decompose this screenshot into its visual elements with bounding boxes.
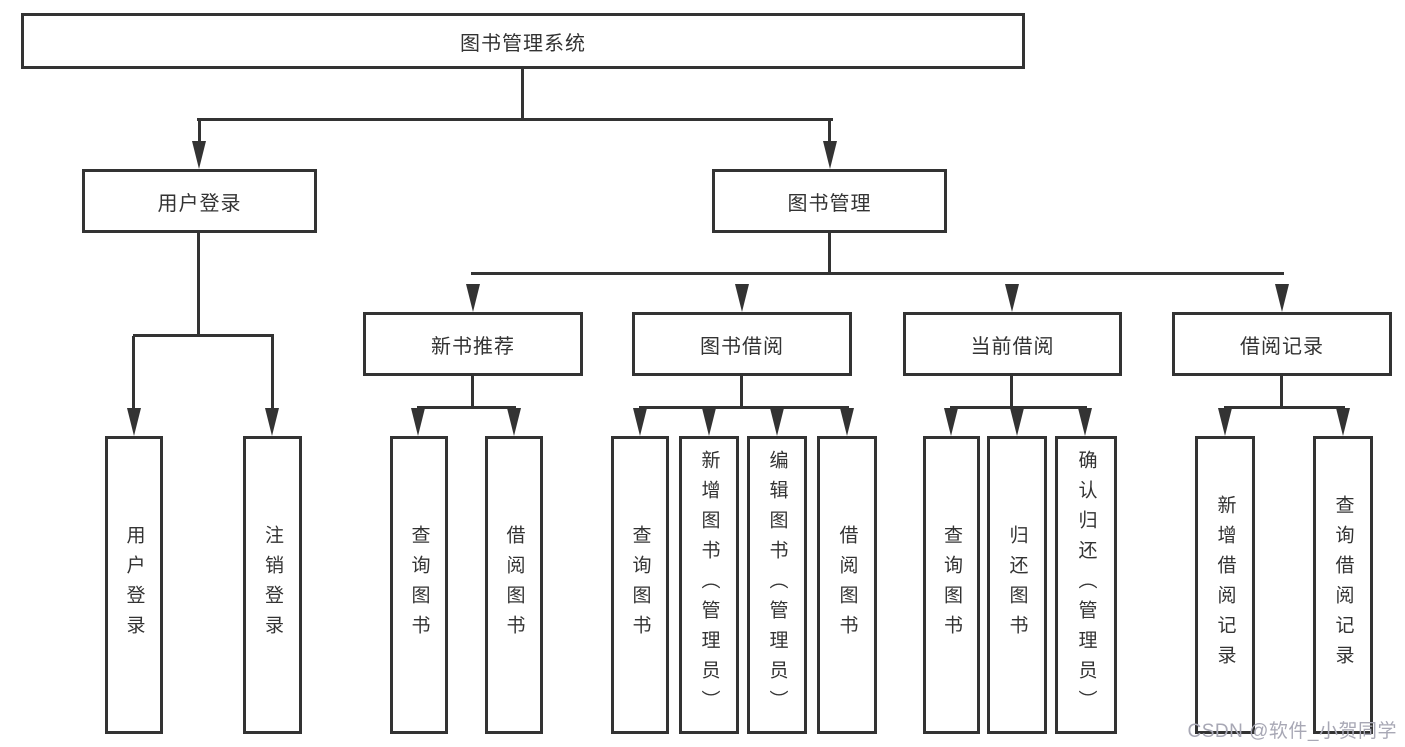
node-new-book-recommend: 新书推荐 (363, 312, 583, 376)
leaf-query-borrow-record: 查询借阅记录 (1313, 436, 1373, 734)
node-library-system: 图书管理系统 (21, 13, 1025, 69)
leaf-borrow-books-2: 借阅图书 (817, 436, 877, 734)
arrow-down-icon (702, 408, 716, 436)
arrow-down-icon (1005, 284, 1019, 312)
node-borrow-records: 借阅记录 (1172, 312, 1392, 376)
arrow-down-icon (466, 284, 480, 312)
connector-new-book-hline (417, 406, 516, 409)
connector-root-hline (197, 118, 833, 121)
leaf-user-login: 用户登录 (105, 436, 163, 734)
connector-borrow-records-vline (1280, 375, 1283, 409)
leaf-logout: 注销登录 (243, 436, 302, 734)
node-book-borrow: 图书借阅 (632, 312, 852, 376)
connector-user-login-hline (133, 334, 274, 337)
arrow-down-icon (1218, 408, 1232, 436)
connector-user-login-vline (197, 233, 200, 337)
leaf-query-books-3: 查询图书 (923, 436, 980, 734)
connector-current-borrow-hline (950, 406, 1087, 409)
connector-stem (132, 336, 135, 412)
connector-book-borrow-hline (639, 406, 849, 409)
arrow-down-icon (823, 141, 837, 169)
leaf-query-books-2: 查询图书 (611, 436, 669, 734)
node-user-login: 用户登录 (82, 169, 317, 233)
arrow-down-icon (411, 408, 425, 436)
leaf-borrow-books-1: 借阅图书 (485, 436, 543, 734)
arrow-down-icon (507, 408, 521, 436)
connector-stem (271, 336, 274, 412)
arrow-down-icon (1275, 284, 1289, 312)
leaf-edit-books-admin: 编辑图书（管理员） (747, 436, 807, 734)
node-book-management: 图书管理 (712, 169, 947, 233)
arrow-down-icon (633, 408, 647, 436)
leaf-add-borrow-record: 新增借阅记录 (1195, 436, 1255, 734)
csdn-watermark: CSDN @软件_小贺同学 (1187, 721, 1397, 742)
arrow-down-icon (1336, 408, 1350, 436)
arrow-down-icon (1078, 408, 1092, 436)
arrow-down-icon (735, 284, 749, 312)
connector-stem (828, 120, 831, 146)
arrow-down-icon (265, 408, 279, 436)
connector-stem (198, 120, 201, 146)
leaf-add-books-admin: 新增图书（管理员） (679, 436, 739, 734)
arrow-down-icon (192, 141, 206, 169)
arrow-down-icon (1010, 408, 1024, 436)
leaf-confirm-return-admin: 确认归还（管理员） (1055, 436, 1117, 734)
leaf-return-books: 归还图书 (987, 436, 1047, 734)
connector-borrow-records-hline (1224, 406, 1345, 409)
arrow-down-icon (944, 408, 958, 436)
connector-new-book-vline (471, 375, 474, 409)
connector-current-borrow-vline (1010, 375, 1013, 409)
node-current-borrow: 当前借阅 (903, 312, 1122, 376)
connector-book-borrow-vline (740, 375, 743, 409)
arrow-down-icon (770, 408, 784, 436)
connector-root-vline (521, 66, 524, 120)
connector-book-mgmt-hline (471, 272, 1284, 275)
connector-book-mgmt-vline (828, 233, 831, 275)
leaf-query-books-1: 查询图书 (390, 436, 448, 734)
arrow-down-icon (840, 408, 854, 436)
arrow-down-icon (127, 408, 141, 436)
